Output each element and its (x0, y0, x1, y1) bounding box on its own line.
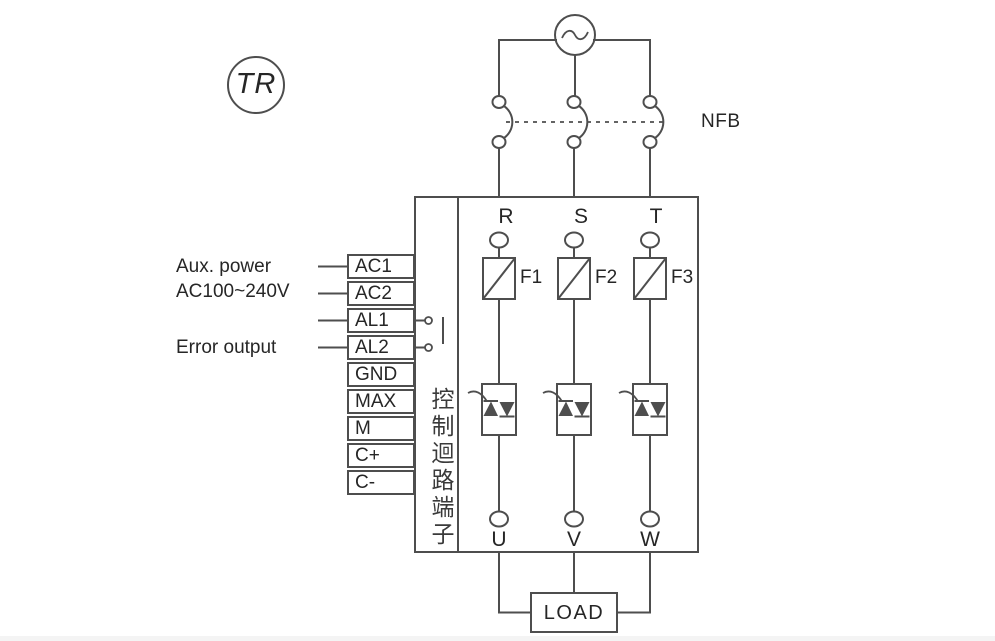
phase-column-t-icons (618, 231, 668, 528)
aux-power-voltage-label: AC100~240V (176, 281, 290, 302)
terminal-stub-lines (318, 265, 347, 349)
supply-wires (498, 39, 651, 96)
fuse-label-f1: F1 (520, 267, 543, 288)
nfb-pole-t (642, 95, 665, 198)
error-output-label: Error output (176, 337, 277, 358)
load-label: LOAD (543, 601, 605, 624)
phase-output-label-w: W (640, 528, 660, 551)
phase-input-label-s: S (573, 205, 589, 228)
terminal-ac2: AC2 (347, 281, 415, 306)
main-enclosure-box (414, 196, 699, 553)
fuse-label-f2: F2 (595, 267, 618, 288)
load-box (530, 592, 618, 633)
terminal-c-minus: C- (347, 470, 415, 495)
phase-output-label-u: U (491, 528, 507, 551)
phase-input-label-r: R (498, 205, 514, 228)
aux-power-label: Aux. power (176, 256, 272, 277)
tr-symbol-icon (227, 56, 285, 114)
terminal-al1: AL1 (347, 308, 415, 333)
phase-column-r-icons (467, 231, 517, 528)
phase-input-label-t: T (649, 205, 663, 228)
terminal-al2: AL2 (347, 335, 415, 360)
output-wires (498, 552, 651, 614)
nfb-label: NFB (701, 111, 741, 132)
phase-output-label-v: V (566, 528, 582, 551)
tr-label: TR (235, 68, 277, 100)
terminal-m: M (347, 416, 415, 441)
terminal-max: MAX (347, 389, 415, 414)
terminal-ac1: AC1 (347, 254, 415, 279)
terminal-c-plus: C+ (347, 443, 415, 468)
fuse-label-f3: F3 (671, 267, 694, 288)
phase-column-s-icons (542, 231, 592, 528)
alarm-contact-icon (415, 316, 444, 352)
ac-source-icon (554, 14, 596, 56)
nfb-pole-s (566, 95, 589, 198)
nfb-pole-r (491, 95, 514, 198)
terminal-strip-caption: 控制迴路端子 (428, 387, 454, 549)
page-bottom-edge (0, 636, 995, 641)
terminal-gnd: GND (347, 362, 415, 387)
nfb-breaker-icon (491, 95, 667, 198)
